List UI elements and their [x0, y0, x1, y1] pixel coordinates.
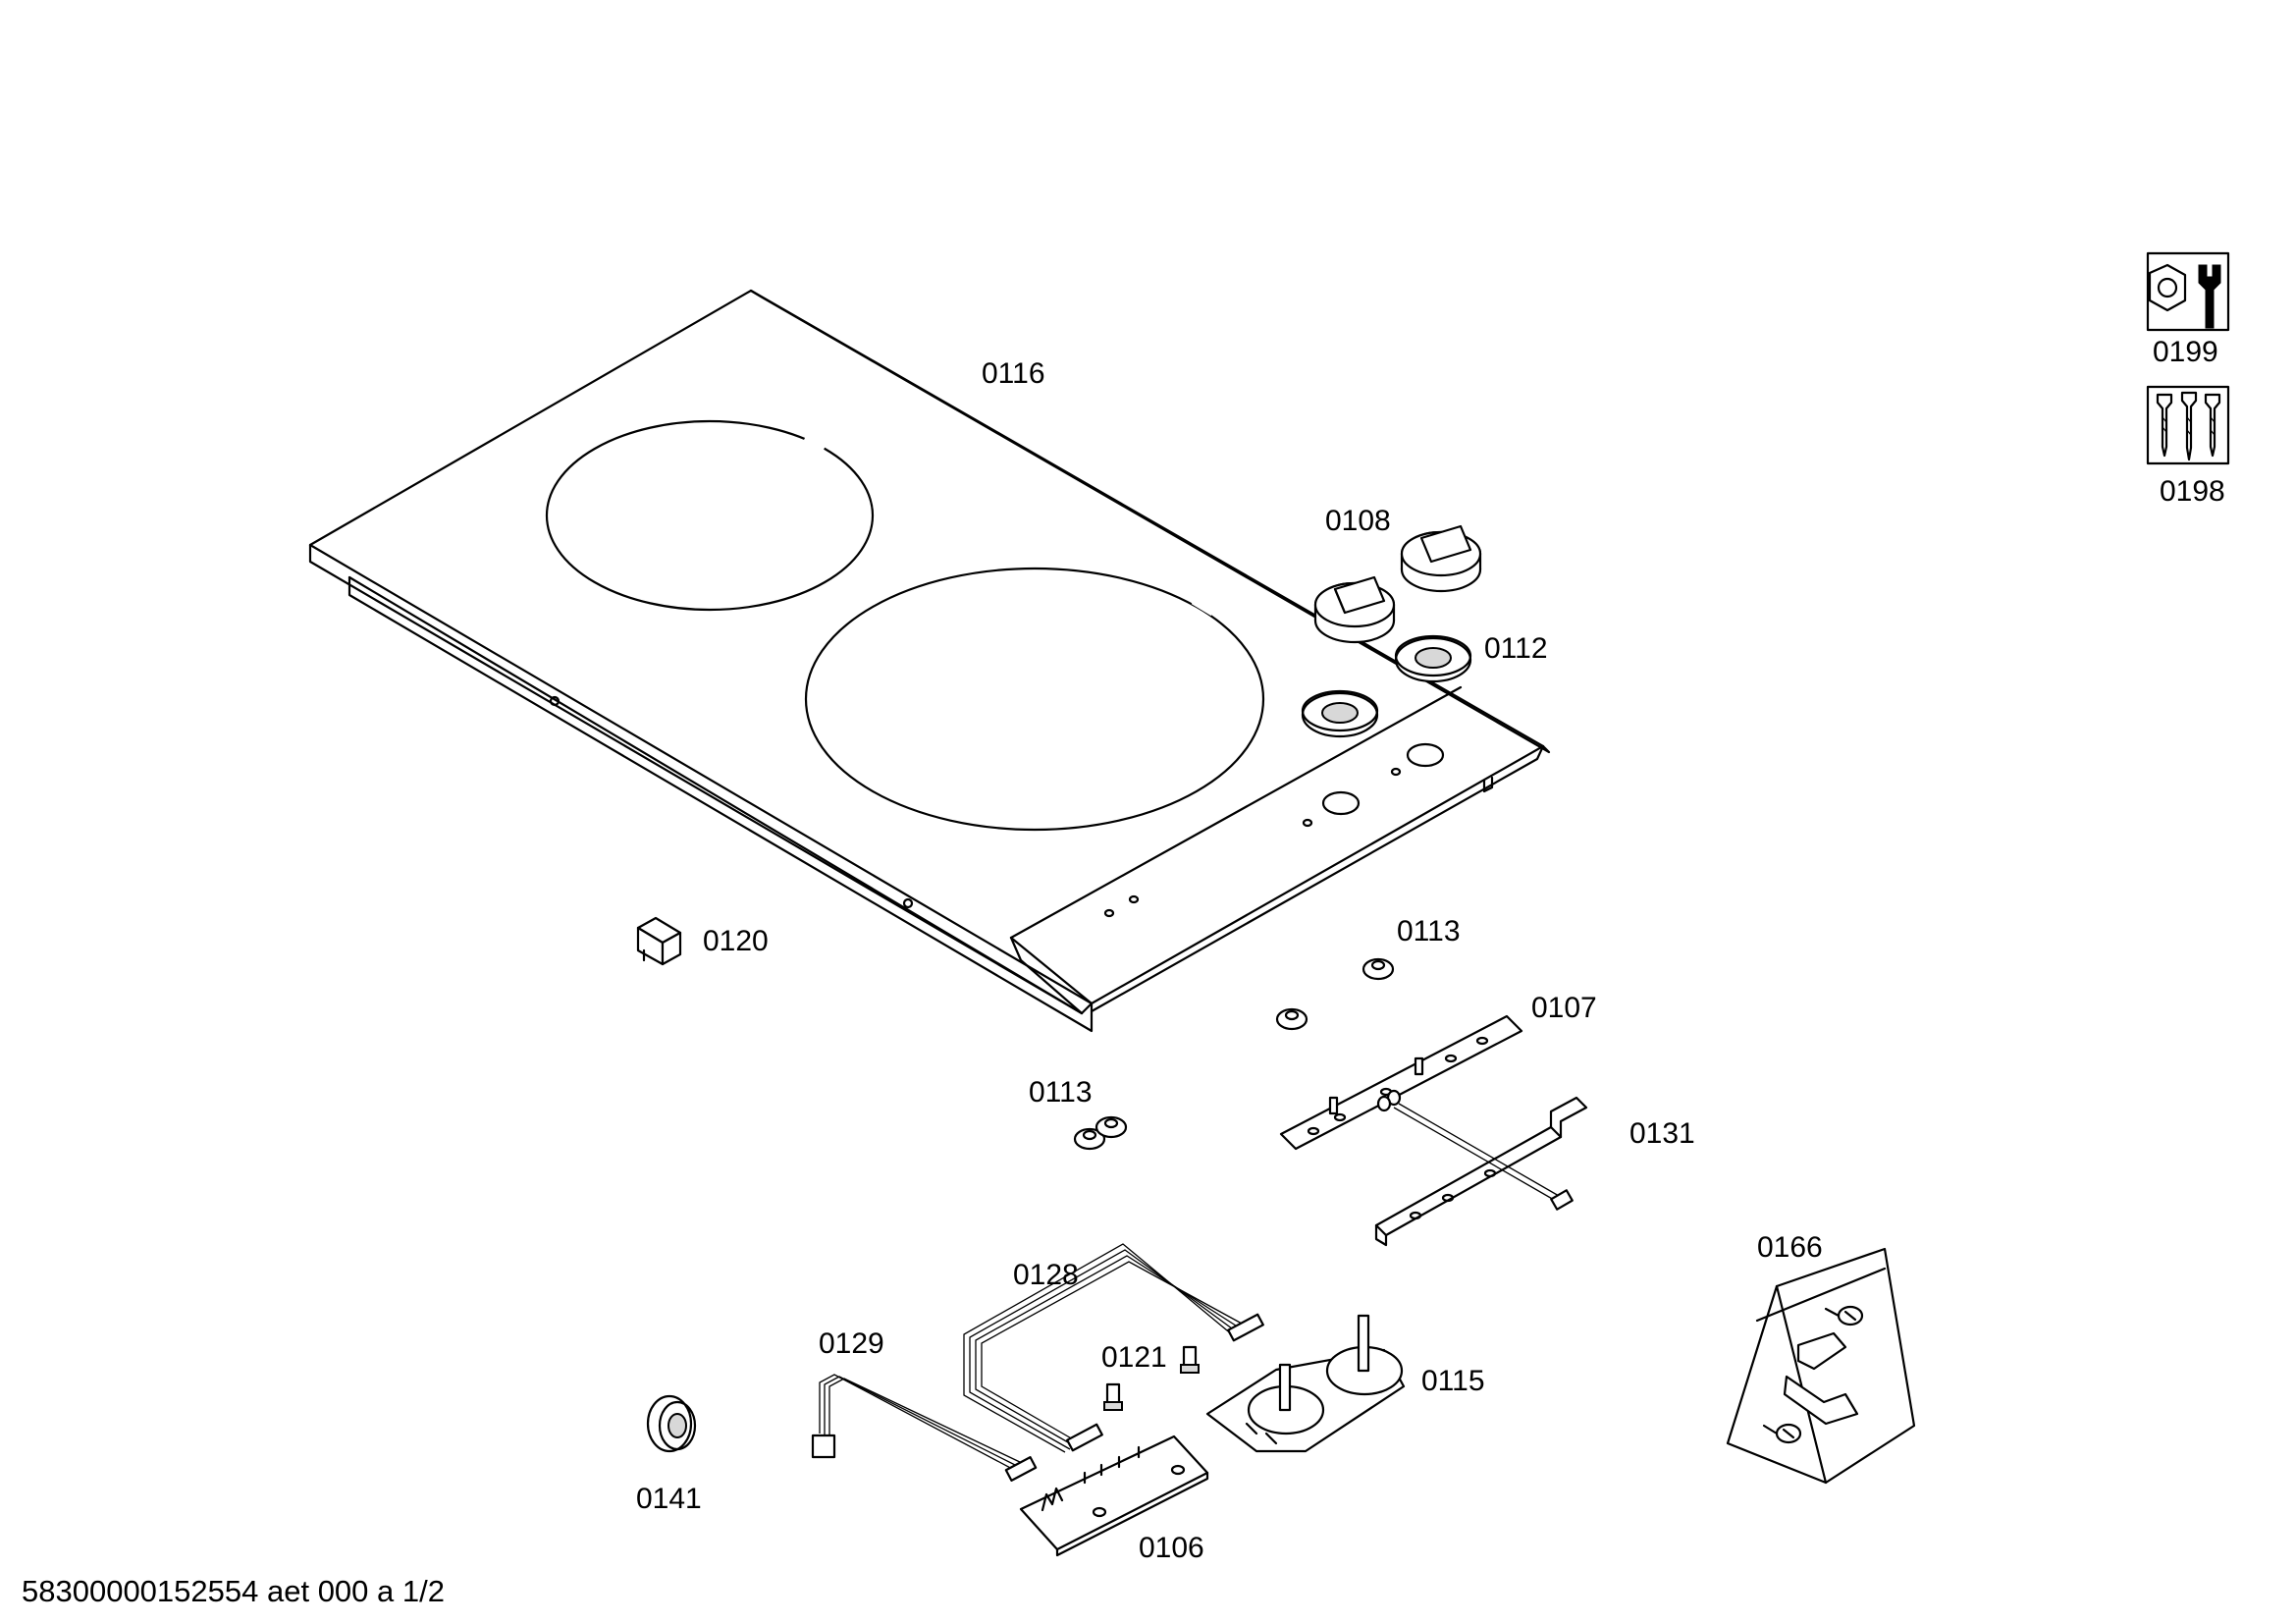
part-label-0131: 0131 [1629, 1117, 1695, 1150]
part-label-0199: 0199 [2153, 336, 2218, 368]
knob-part-0108 [1313, 524, 1482, 644]
sensor-bracket-0131 [1374, 1096, 1588, 1247]
knob-ring-0112 [1301, 634, 1472, 738]
part-label-0107: 0107 [1531, 992, 1597, 1024]
part-label-0121: 0121 [1101, 1341, 1167, 1374]
document-footer-id: 58300000152554 aet 000 a 1/2 [22, 1574, 445, 1608]
part-label-0198: 0198 [2160, 475, 2225, 508]
ribbon-cable-0128 [963, 1243, 1264, 1453]
part-label-0128: 0128 [1013, 1259, 1079, 1291]
part-label-0141: 0141 [636, 1483, 702, 1515]
part-label-0113-upper: 0113 [1397, 915, 1461, 947]
part-label-0108: 0108 [1325, 505, 1391, 537]
part-label-0129: 0129 [819, 1327, 884, 1360]
part-label-0115: 0115 [1421, 1365, 1485, 1397]
cooktop-glass-top [308, 289, 1551, 1033]
part-label-0113-lower: 0113 [1029, 1076, 1093, 1109]
part-label-0112: 0112 [1484, 632, 1548, 665]
cable-part-0129 [811, 1374, 1038, 1482]
ring-part-0141 [646, 1394, 697, 1453]
screws-icon [2146, 385, 2230, 465]
part-label-0116: 0116 [982, 357, 1045, 390]
bracket-part-0107 [1279, 1014, 1523, 1151]
clip-part-0120 [636, 916, 682, 966]
circuit-board-0106 [1019, 1435, 1209, 1557]
spacer-part-0121 [1103, 1345, 1200, 1411]
small-parts-bag-0166 [1726, 1247, 1916, 1485]
grommet-part-0113-upper [1275, 957, 1395, 1031]
part-label-0120: 0120 [703, 925, 769, 957]
grommet-part-0113-lower [1073, 1115, 1128, 1151]
wrench-nut-icon [2146, 251, 2230, 332]
part-label-0166: 0166 [1757, 1231, 1823, 1264]
part-label-0106: 0106 [1139, 1532, 1204, 1564]
thermostat-part-0115 [1205, 1314, 1406, 1453]
